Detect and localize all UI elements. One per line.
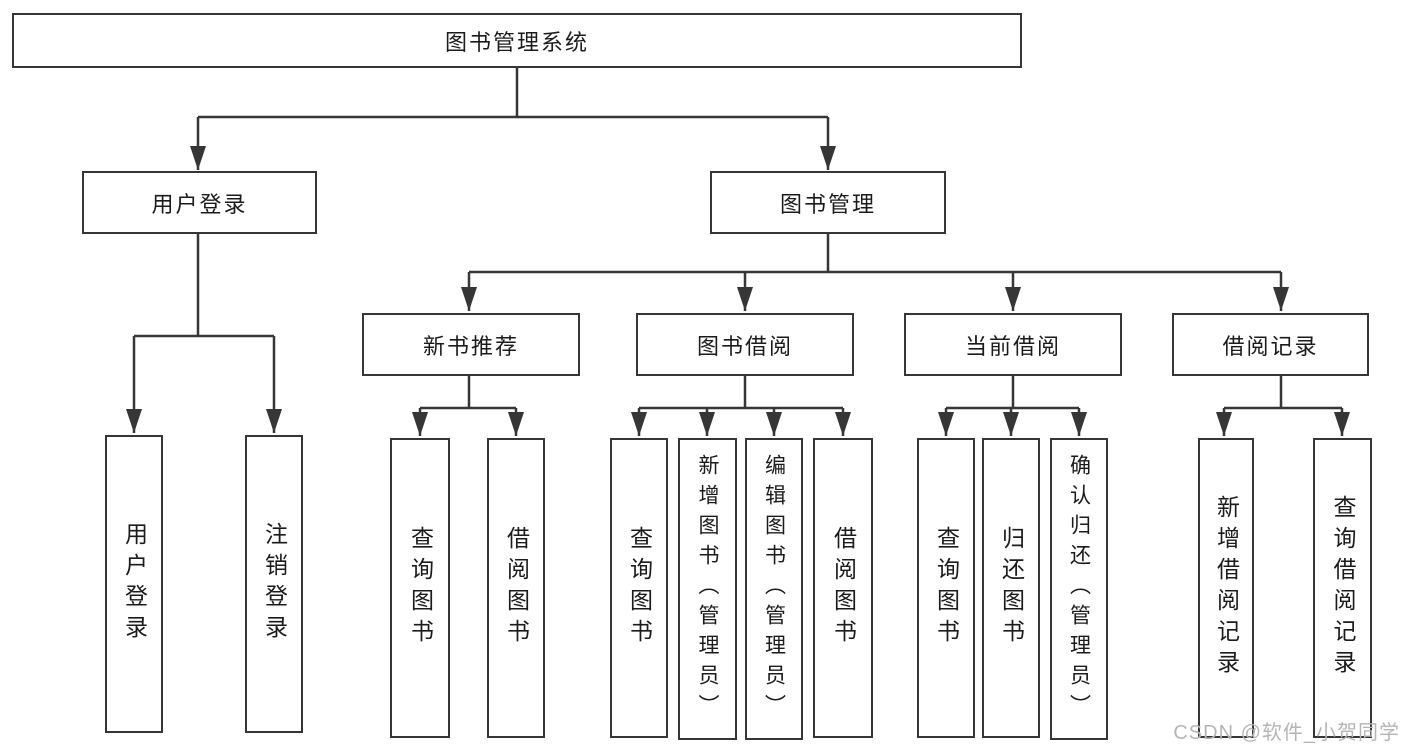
leaf-edit-books-admin: 编辑图书（管理员）	[745, 438, 803, 740]
node-new-book-recommend: 新书推荐	[362, 313, 580, 376]
leaf-confirm-return-admin: 确认归还（管理员）	[1050, 438, 1108, 740]
leaf-query-books-current: 查询图书	[917, 438, 975, 738]
leaf-query-books-recommend: 查询图书	[390, 438, 450, 738]
leaf-borrow-books: 借阅图书	[813, 438, 873, 738]
connector-segments	[126, 68, 1350, 436]
leaf-user-login: 用户登录	[105, 435, 163, 733]
leaf-add-books-admin: 新增图书（管理员）	[678, 438, 737, 740]
watermark: CSDN @软件_小贺同学	[1173, 722, 1400, 744]
leaf-add-borrow-record: 新增借阅记录	[1198, 438, 1254, 738]
leaf-borrow-books-recommend: 借阅图书	[487, 438, 545, 738]
node-library-system: 图书管理系统	[12, 13, 1022, 68]
node-book-management: 图书管理	[710, 171, 946, 234]
leaf-query-borrow-record: 查询借阅记录	[1313, 438, 1372, 738]
node-user-login: 用户登录	[82, 171, 317, 234]
node-borrow-records: 借阅记录	[1172, 313, 1369, 376]
connector-bars	[134, 68, 1342, 410]
node-book-borrow: 图书借阅	[636, 313, 854, 376]
leaf-logout: 注销登录	[245, 435, 303, 733]
leaf-return-books: 归还图书	[982, 438, 1040, 738]
leaf-query-books-borrow: 查询图书	[610, 438, 668, 738]
node-current-borrow: 当前借阅	[904, 313, 1122, 376]
